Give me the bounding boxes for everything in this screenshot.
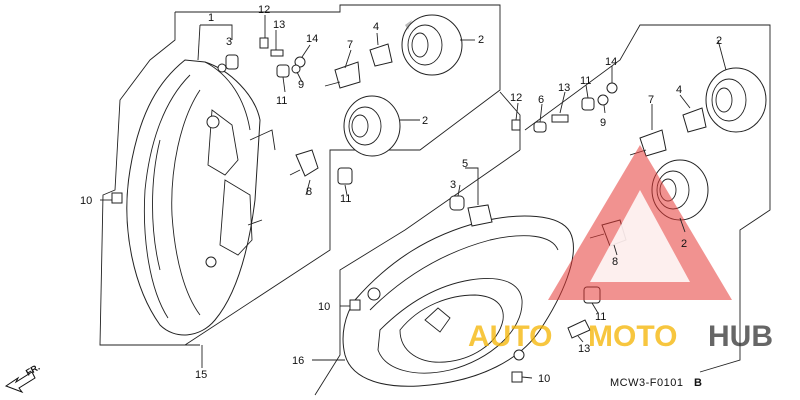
callout: 9 [298,79,304,91]
dust-cover-upper-right [705,67,767,133]
callout: 5 [462,158,468,170]
callout: 14 [605,56,617,68]
callout: 12 [510,92,522,104]
callout: 4 [373,21,379,33]
callout: 13 [273,19,285,31]
callout: 15 [195,369,207,381]
watermark-text-auto: AUTO [468,320,552,353]
callout: 11 [595,311,606,323]
callouts-right: 12 6 13 11 14 7 4 2 5 3 9 2 8 10 11 13 1… [292,35,722,385]
callout: 1 [208,12,214,24]
callout: 2 [681,238,687,250]
dust-cover-upper-left [401,14,463,76]
callout: 11 [340,193,351,205]
watermark-logo: AUTO MOTO HUB [468,145,773,353]
callout: 10 [318,301,330,313]
callout: 2 [716,35,722,47]
callout: 13 [578,343,590,355]
callout: 8 [612,256,618,268]
left-headlight-housing [126,59,276,336]
left-small-parts [111,37,393,204]
callout: 2 [422,115,428,127]
diagram-code-block: MCW3-F0101 B [610,377,702,389]
callout: 11 [580,75,591,87]
callout: 16 [292,355,304,367]
direction-label: FR. [24,362,42,378]
dust-cover-lower-left [343,95,401,157]
right-headlight-housing [342,204,574,387]
group-outline-right [314,24,771,396]
group-outline-left [99,4,501,346]
callout: 14 [306,33,318,45]
callout: 4 [676,84,682,96]
callout: 11 [276,95,287,107]
left-dust-covers [343,14,463,157]
watermark-text-moto: MOTO [588,320,677,353]
front-direction-arrow: FR. [4,362,42,394]
diagram-code: MCW3-F0101 [610,377,683,389]
callouts-left: 1 3 12 13 14 4 7 2 11 9 2 8 11 10 15 [80,4,484,381]
callout: 12 [258,4,270,16]
watermark-text-hub: HUB [708,320,773,353]
callout: 2 [478,34,484,46]
callout: 10 [538,373,550,385]
callout: 7 [347,39,353,51]
callout: 9 [600,117,606,129]
callout: 6 [538,94,544,106]
diagram-code-suffix: B [694,377,702,389]
callout: 3 [226,36,232,48]
callout: 13 [558,82,570,94]
callout: 8 [306,186,312,198]
callout: 7 [648,94,654,106]
leader-lines [100,15,727,379]
callout: 10 [80,195,92,207]
callout: 3 [450,179,456,191]
